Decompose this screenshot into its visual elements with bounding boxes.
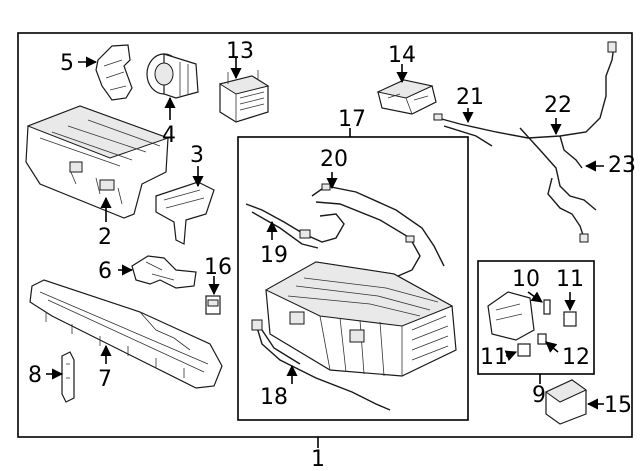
part-15-cover [545,379,587,425]
callout-18: 18 [260,385,288,410]
callout-10: 10 [512,267,540,292]
callout-14: 14 [388,43,416,68]
battery-assembly-frame [237,136,469,421]
callout-13: 13 [226,39,254,64]
part-18-harness [251,319,391,411]
callout-1: 1 [311,447,325,471]
callout-4: 4 [162,123,176,148]
part-6-bracket [131,255,197,289]
callout-15: 15 [604,393,632,418]
callout-9: 9 [532,383,546,408]
callout-19: 19 [260,243,288,268]
callout-11-upper: 11 [556,267,584,292]
callout-11-lower: 11 [480,345,508,370]
part-14-module [376,79,437,115]
battery-module [264,261,457,377]
callout-5: 5 [60,51,74,76]
leader-lines [46,56,604,448]
callout-17: 17 [338,107,366,132]
part-9-junction-block [487,291,535,341]
part-8-bracket [61,351,75,403]
part-13-module [218,70,270,123]
junction-box-frame [477,260,595,375]
callout-20: 20 [320,147,348,172]
callout-12: 12 [562,345,590,370]
part-20-harness [311,183,445,277]
callout-21: 21 [456,85,484,110]
callout-6: 6 [98,259,112,284]
part-2-cover [25,105,170,219]
part-21-22-23-harness [433,41,617,243]
part-16-clip [205,295,221,315]
part-5-bracket [95,44,133,101]
callout-2: 2 [98,225,112,250]
part-7-frame [29,279,223,389]
callout-22: 22 [544,93,572,118]
callout-23: 23 [608,153,636,178]
callout-7: 7 [98,367,112,392]
part-19-harness [245,203,345,249]
outer-frame [17,32,633,438]
callout-16: 16 [204,255,232,280]
part-10-fuse [543,299,551,315]
part-11-relay-a [563,311,577,327]
part-11-relay-b [517,343,531,357]
callout-3: 3 [190,143,204,168]
part-12-fuse [537,333,547,345]
part-3-bracket [155,181,215,245]
callout-8: 8 [28,363,42,388]
part-4-duct [146,53,199,99]
